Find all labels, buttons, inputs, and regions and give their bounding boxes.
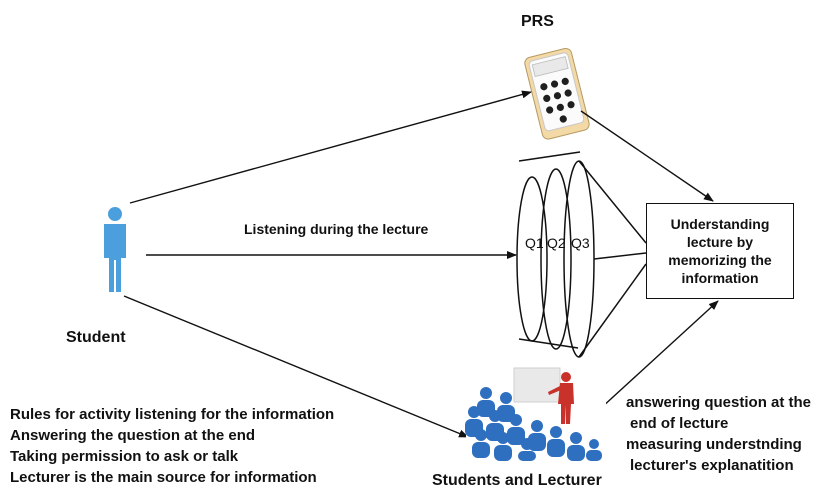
answering-item: lecturer's explanatition <box>630 457 794 474</box>
arrow-student-to-classroom <box>123 295 469 438</box>
rules-item: Lecturer is the main source for informat… <box>10 469 317 486</box>
funnel-converge-1 <box>578 160 647 244</box>
answering-item: end of lecture <box>630 415 729 432</box>
understanding-line: memorizing the <box>668 252 772 268</box>
question-label-q2: Q2 <box>547 235 566 251</box>
funnel-converge-3 <box>578 263 647 358</box>
arrow-classroom-to-understanding <box>600 300 719 409</box>
answering-list: answering question at the end of lecture… <box>626 392 811 476</box>
rules-item: Answering the question at the end <box>10 427 256 444</box>
funnel-converge-2 <box>593 252 647 260</box>
question-label-q3: Q3 <box>571 235 590 251</box>
arrow-prs-to-understanding <box>580 110 714 202</box>
understanding-box: Understanding lecture by memorizing the … <box>646 203 794 299</box>
q1-ellipse <box>516 176 548 342</box>
answering-item: answering question at the <box>626 394 812 411</box>
answering-item: measuring understnding <box>626 436 802 453</box>
funnel-bottom-line <box>518 338 579 349</box>
students-lecturer-label: Students and Lecturer <box>432 472 602 489</box>
student-label: Student <box>66 329 126 346</box>
understanding-line: information <box>681 270 759 286</box>
understanding-line: Understanding <box>670 216 770 232</box>
rules-item: Taking permission to ask or talk <box>10 448 239 465</box>
q2-ellipse <box>540 168 572 350</box>
prs-device-icon <box>524 47 590 140</box>
audience-figures <box>465 387 602 461</box>
listening-edge-label: Listening during the lecture <box>244 221 429 237</box>
question-label-q1: Q1 <box>525 235 544 251</box>
rules-list: Rules for activity listening for the inf… <box>10 404 334 488</box>
understanding-line: lecture by <box>686 234 754 250</box>
questions-funnel <box>516 151 647 358</box>
lecturer-figure <box>548 372 574 424</box>
classroom-illustration-icon <box>465 362 606 462</box>
arrow-student-to-prs <box>129 90 532 204</box>
prs-title: PRS <box>521 13 554 30</box>
student-icon <box>104 207 126 292</box>
rules-item: Rules for activity listening for the inf… <box>10 406 335 423</box>
q3-ellipse <box>563 160 595 358</box>
funnel-top-line <box>518 151 581 162</box>
